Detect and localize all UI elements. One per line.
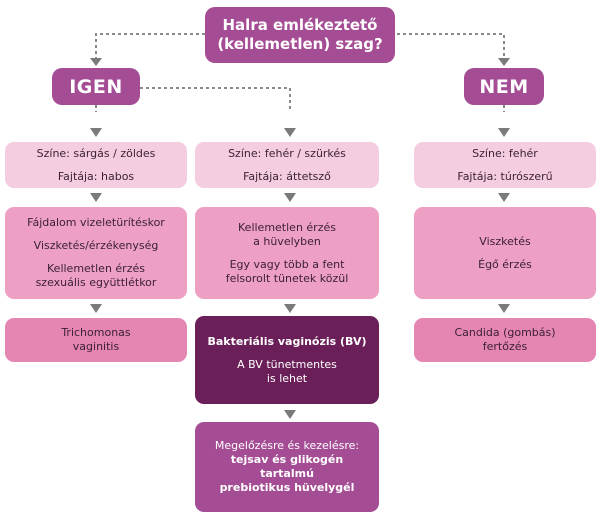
- col1-type-text: Fajtája: habos: [57, 169, 135, 183]
- arrowhead: [498, 58, 510, 66]
- col2-result-line-1: A BV tünetmentes: [237, 357, 337, 371]
- col2-result-title: Bakteriális vaginózis (BV): [207, 334, 367, 348]
- question-line-1: Halra emlékeztető: [222, 16, 378, 34]
- col3-result-line-2: fertőzés: [482, 340, 528, 353]
- col2-advice-box: Megelőzésre és kezelésre: tejsav és glik…: [195, 422, 379, 512]
- col1-color-text: Színe: sárgás / zöldes: [36, 146, 156, 160]
- dotted-lines: [95, 33, 505, 112]
- col2-type-text: Fajtája: áttetsző: [243, 169, 331, 183]
- arrowhead: [284, 304, 296, 313]
- arrowhead: [498, 128, 510, 137]
- col3-symptom-1: Viszketés: [479, 234, 531, 248]
- col1-symptom-3a: Kellemetlen érzés: [47, 262, 145, 275]
- col3-symptom-2: Égő érzés: [478, 257, 532, 271]
- arrowhead: [90, 58, 102, 66]
- question-box: Halra emlékeztető (kellemetlen) szag?: [205, 7, 395, 63]
- col2-symptom-2a: Egy vagy több a fent: [229, 257, 345, 271]
- connector-to-nem: [397, 33, 505, 58]
- col2-result-line-2: is lehet: [266, 371, 308, 385]
- col3-result-line-1: Candida (gombás): [454, 326, 556, 339]
- arrowhead: [90, 193, 102, 202]
- arrowhead: [90, 304, 102, 313]
- answer-no-label: NEM: [479, 75, 529, 98]
- col2-color-text: Színe: fehér / szürkés: [228, 146, 346, 160]
- col3-symptoms-box: Viszketés Égő érzés: [414, 207, 596, 299]
- arrowhead: [498, 193, 510, 202]
- col3-color-text: Színe: fehér: [472, 146, 538, 160]
- arrowhead: [498, 304, 510, 313]
- col2-symptom-1b: a hüvelyben: [253, 234, 321, 248]
- answer-yes-box: IGEN: [52, 68, 140, 105]
- arrowhead: [284, 410, 296, 419]
- col3-type-text: Fajtája: túrószerű: [457, 169, 553, 183]
- col3-attributes-box: Színe: fehér Fajtája: túrószerű: [414, 142, 596, 188]
- col1-symptom-1: Fájdalom vizeletürítéskor: [27, 216, 165, 229]
- col1-symptom-3b: szexuális együttlétkor: [35, 276, 157, 289]
- arrowhead: [284, 128, 296, 137]
- col2-advice-line-4: prebiotikus hüvelygél: [219, 481, 355, 494]
- answer-yes-label: IGEN: [69, 75, 123, 98]
- col3-result-box: Candida (gombás) fertőzés: [414, 318, 596, 362]
- col2-advice-intro: Megelőzésre és kezelésre:: [214, 439, 360, 452]
- question-line-2: (kellemetlen) szag?: [217, 35, 383, 53]
- col1-symptoms-box: Fájdalom vizeletürítéskor Viszketés/érzé…: [5, 207, 187, 299]
- col2-advice-line-3: tartalmú: [260, 467, 314, 480]
- arrowhead: [90, 128, 102, 137]
- arrowhead: [284, 193, 296, 202]
- col1-symptom-2: Viszketés/érzékenység: [33, 239, 159, 252]
- arrowheads: [90, 58, 510, 419]
- connector-to-igen: [95, 33, 205, 58]
- col1-attributes-box: Színe: sárgás / zöldes Fajtája: habos: [5, 142, 187, 188]
- col2-advice-line-2: tejsav és glikogén: [230, 453, 344, 466]
- col2-symptom-1a: Kellemetlen érzés: [238, 220, 336, 234]
- col1-result-box: Trichomonas vaginitis: [5, 318, 187, 362]
- col2-attributes-box: Színe: fehér / szürkés Fajtája: áttetsző: [195, 142, 379, 188]
- col1-result-line-1: Trichomonas: [61, 326, 131, 339]
- answer-no-box: NEM: [464, 68, 544, 105]
- col2-symptom-2b: felsorolt tünetek közül: [225, 271, 349, 285]
- col2-symptoms-box: Kellemetlen érzés a hüvelyben Egy vagy t…: [195, 207, 379, 299]
- col1-result-line-2: vaginitis: [72, 340, 120, 353]
- col2-result-box: Bakteriális vaginózis (BV) A BV tünetmen…: [195, 316, 379, 404]
- connector-igen-right: [140, 87, 291, 112]
